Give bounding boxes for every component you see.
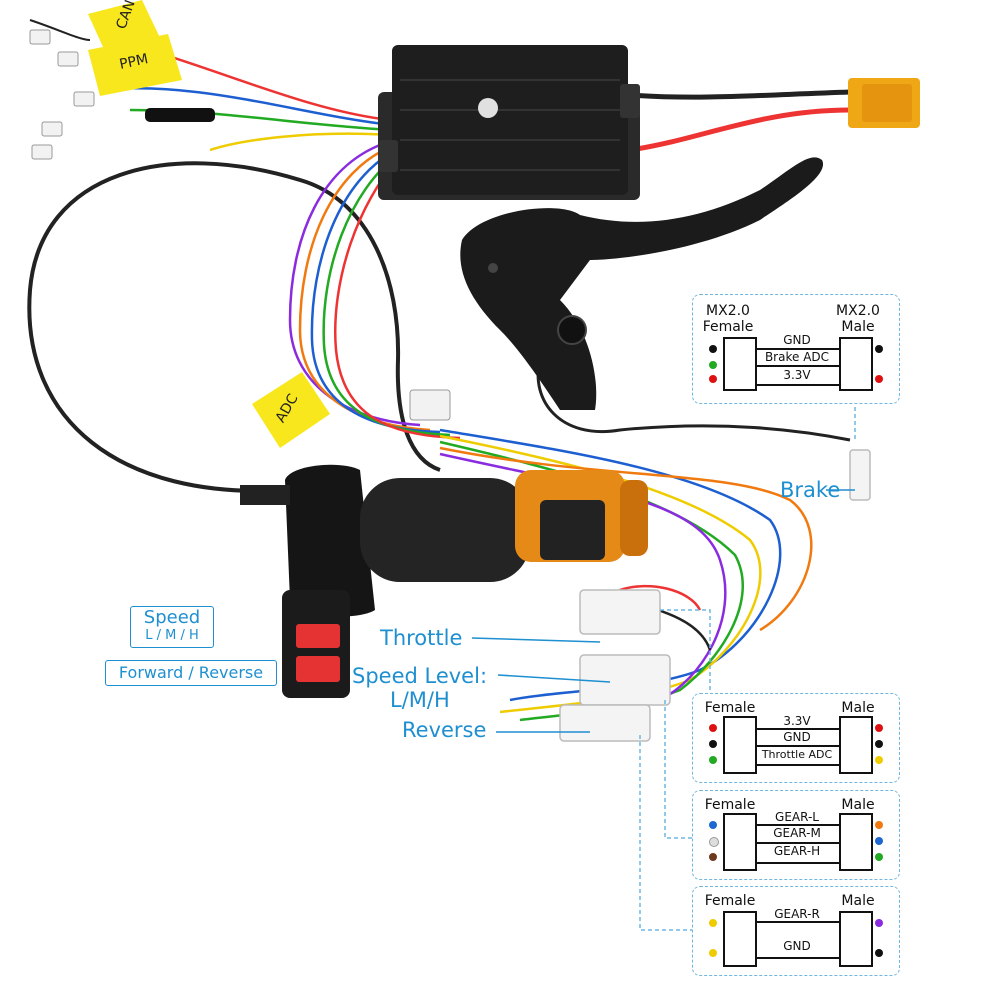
- brake-male-label: Male: [841, 319, 875, 335]
- brake-lever: [460, 157, 824, 410]
- throttle-male-pin-3: [875, 756, 883, 764]
- gear-male-pin-2: [875, 837, 883, 845]
- gear-wire-2: GEAR-M: [773, 826, 821, 840]
- speed-label-box: Speed L / M / H: [130, 606, 214, 648]
- reverse-male-connector: [839, 911, 873, 967]
- throttle-female-pin-3: [709, 756, 717, 764]
- brake-pinout-panel: MX2.0 Female MX2.0 Male GND Brake ADC 3.…: [692, 294, 900, 404]
- brake-female-pin-2: [709, 361, 717, 369]
- reverse-male-pin-1: [875, 919, 883, 927]
- throttle-label: Throttle: [380, 626, 463, 650]
- reverse-female-pin-1: [709, 919, 717, 927]
- gear-male-pin-3: [875, 853, 883, 861]
- callout-lines: [471, 489, 855, 733]
- reverse-label: Reverse: [402, 718, 487, 742]
- black-connector: [145, 108, 215, 122]
- grip-cable: [27, 161, 441, 493]
- reverse-pinout-panel: Female Male GEAR-R GND: [692, 886, 900, 976]
- throttle-female-pin-1: [709, 724, 717, 732]
- brake-male-connector: [839, 337, 873, 391]
- gear-wire-3: GEAR-H: [773, 844, 821, 858]
- brake-wire-2: Brake ADC: [764, 350, 830, 364]
- power-wire-red: [629, 107, 851, 153]
- brake-female-label: Female: [702, 319, 754, 335]
- gear-male-label: Male: [841, 797, 875, 813]
- throttle-male-label: Male: [841, 700, 875, 716]
- controller-box: [378, 45, 640, 200]
- reverse-female-label: Female: [704, 893, 756, 909]
- throttle-wire-2: GND: [783, 730, 811, 744]
- brake-female-type: MX2.0: [706, 303, 750, 319]
- throttle-male-connector: [839, 716, 873, 774]
- brake-cable: [536, 359, 851, 442]
- reverse-male-label: Male: [841, 893, 875, 909]
- throttle-wire-1: 3.3V: [783, 714, 811, 728]
- throttle-wire-3: Throttle ADC: [761, 748, 833, 761]
- throttle-female-pin-2: [709, 740, 717, 748]
- gear-female-label: Female: [704, 797, 756, 813]
- speed-label-title: Speed: [143, 607, 201, 628]
- tape-adc-shape: [252, 372, 330, 448]
- brake-male-pin-2: [875, 375, 883, 383]
- throttle-male-pin-2: [875, 740, 883, 748]
- gear-wire-box: [755, 824, 839, 864]
- gear-female-pin-3: [709, 853, 717, 861]
- throttle-pinout-panel: Female Male 3.3V GND Throttle ADC: [692, 693, 900, 783]
- throttle-male-pin-1: [875, 724, 883, 732]
- gear-male-pin-1: [875, 821, 883, 829]
- small-connectors: [29, 29, 451, 421]
- brake-male-pin-1: [875, 345, 883, 353]
- throttle-wire-sep: [755, 745, 839, 747]
- gear-wire-1: GEAR-L: [775, 810, 819, 824]
- reverse-female-pin-2: [709, 949, 717, 957]
- brake-wire-sep: [755, 365, 839, 367]
- reverse-male-pin-2: [875, 949, 883, 957]
- gear-pinout-panel: Female Male GEAR-L GEAR-M GEAR-H: [692, 790, 900, 880]
- brake-female-pin-3: [709, 375, 717, 383]
- gear-female-connector: [723, 813, 757, 871]
- throttle-female-connector: [723, 716, 757, 774]
- tape-ppm-shape: [88, 34, 182, 96]
- power-wire-black: [629, 89, 851, 100]
- speed-label-sub: L / M / H: [145, 628, 199, 643]
- forward-reverse-label: Forward / Reverse: [105, 660, 277, 686]
- switch-pod: [282, 590, 350, 698]
- gear-female-pin-1: [709, 821, 717, 829]
- xt60-connector: [848, 78, 920, 128]
- reverse-female-connector: [723, 911, 757, 967]
- throttle-wire-box: [755, 728, 839, 766]
- brake-wire-3: 3.3V: [783, 368, 811, 382]
- brake-female-pin-1: [709, 345, 717, 353]
- reverse-wire-1: GEAR-R: [774, 907, 820, 921]
- reverse-wire-box: [755, 921, 839, 959]
- brake-female-connector: [723, 337, 757, 391]
- brake-label: Brake: [780, 478, 841, 502]
- gear-male-connector: [839, 813, 873, 871]
- gear-wire-sep: [755, 842, 839, 844]
- brake-wire-box: [755, 348, 839, 386]
- speed-level-label: Speed Level:: [352, 664, 488, 688]
- brake-wire-1: GND: [783, 333, 811, 347]
- panel-leaders: [639, 400, 856, 931]
- reverse-wire-2: GND: [783, 939, 811, 953]
- speed-level-sub: L/M/H: [390, 688, 450, 712]
- throttle-grip: [240, 464, 648, 617]
- gear-female-pin-2: [709, 837, 719, 847]
- brake-male-type: MX2.0: [836, 303, 880, 319]
- throttle-female-label: Female: [704, 700, 756, 716]
